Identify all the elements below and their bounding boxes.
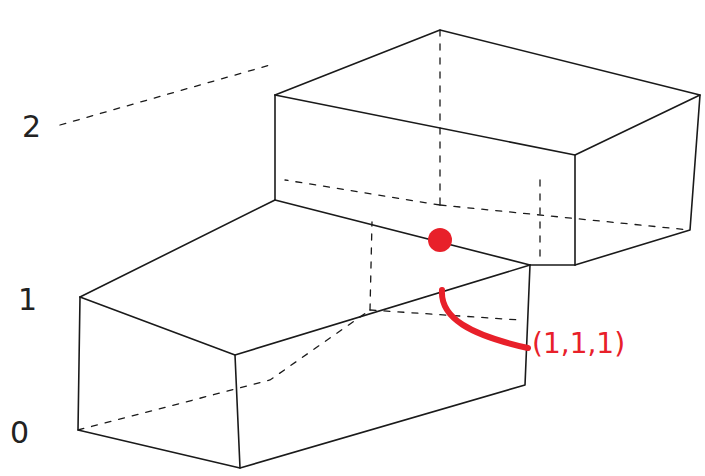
hidden-edge [78, 310, 370, 430]
coordinate-label: (1,1,1) [532, 330, 625, 358]
leader-line [442, 290, 528, 348]
hidden-edge [539, 180, 540, 260]
level-number: 0 [10, 418, 29, 448]
box-edge [80, 265, 530, 355]
hidden-edge [439, 30, 440, 205]
box-edge [235, 355, 240, 468]
box-edge [78, 265, 530, 468]
box-edge [80, 200, 275, 297]
hidden-edge [440, 205, 690, 230]
hidden-edge [370, 222, 372, 310]
box-edge [275, 30, 700, 155]
level-number: 1 [18, 285, 37, 315]
box-edge [275, 95, 575, 265]
level-guide [60, 65, 270, 125]
box-edge [530, 264, 575, 266]
box-edge [575, 95, 700, 265]
level-number: 2 [22, 112, 41, 142]
box-edge [275, 200, 530, 265]
point-marker [428, 228, 452, 252]
hidden-edge [285, 180, 440, 205]
box-edge [274, 95, 276, 200]
